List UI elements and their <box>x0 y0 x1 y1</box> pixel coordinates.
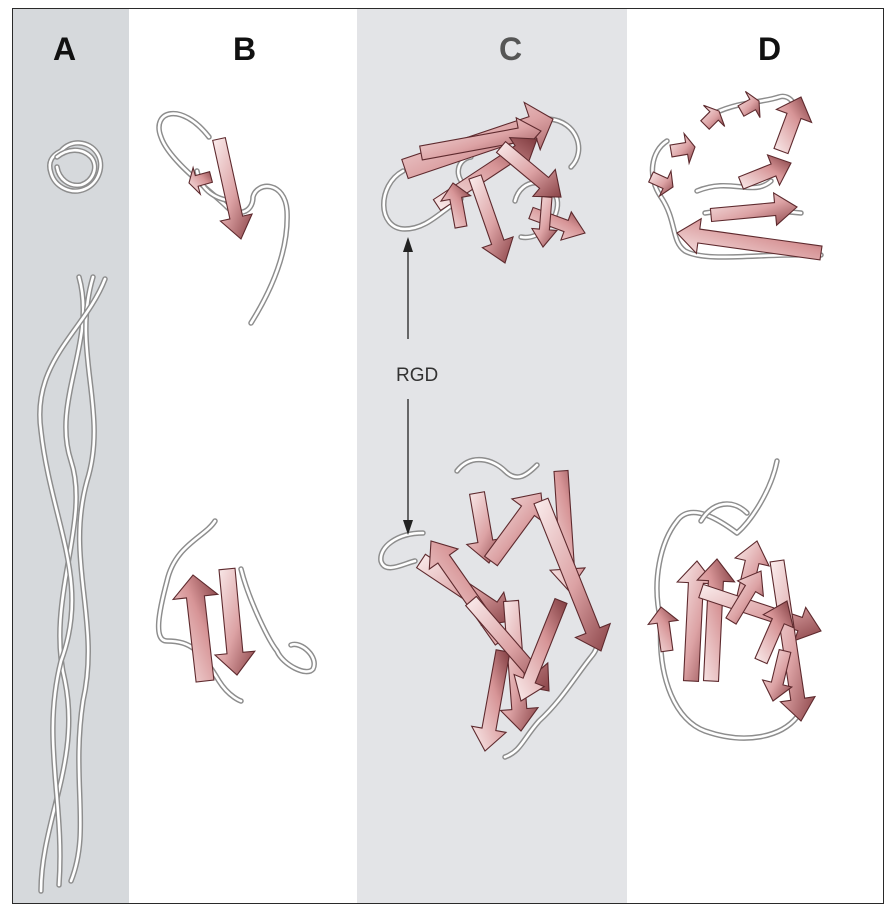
panel-b-top-strand-1 <box>213 138 252 239</box>
panel-label-d: D <box>758 31 781 68</box>
panel-d-bottom-strand-4 <box>648 607 678 652</box>
panel-d-top-strand-3 <box>738 91 760 117</box>
panel-d-top-strand-5 <box>649 171 673 196</box>
panel-c-top-coil-2 <box>549 119 579 167</box>
panel-c-top-strand-4 <box>469 175 513 263</box>
panel-b-bottom-strand-2 <box>215 568 255 675</box>
rgd-label: RGD <box>396 365 438 387</box>
panel-c-bottom-coil-1 <box>381 533 423 568</box>
panel-d-top-strand-7 <box>710 193 797 225</box>
panel-label-c: C <box>499 31 522 68</box>
protein-structures-drawing <box>13 9 884 904</box>
rgd-arrow-up-head <box>403 237 413 252</box>
panel-c-bottom-strand-8 <box>472 650 510 751</box>
panel-b-bottom-strand-1 <box>173 575 218 682</box>
figure-frame: A B C D RGD <box>12 8 884 904</box>
panel-label-b: B <box>233 31 256 68</box>
panel-d-top-strand-4 <box>774 97 812 154</box>
panel-d-top-strand-1 <box>670 134 695 164</box>
panel-b-bottom-loop <box>241 569 314 672</box>
panel-label-a: A <box>53 31 76 68</box>
